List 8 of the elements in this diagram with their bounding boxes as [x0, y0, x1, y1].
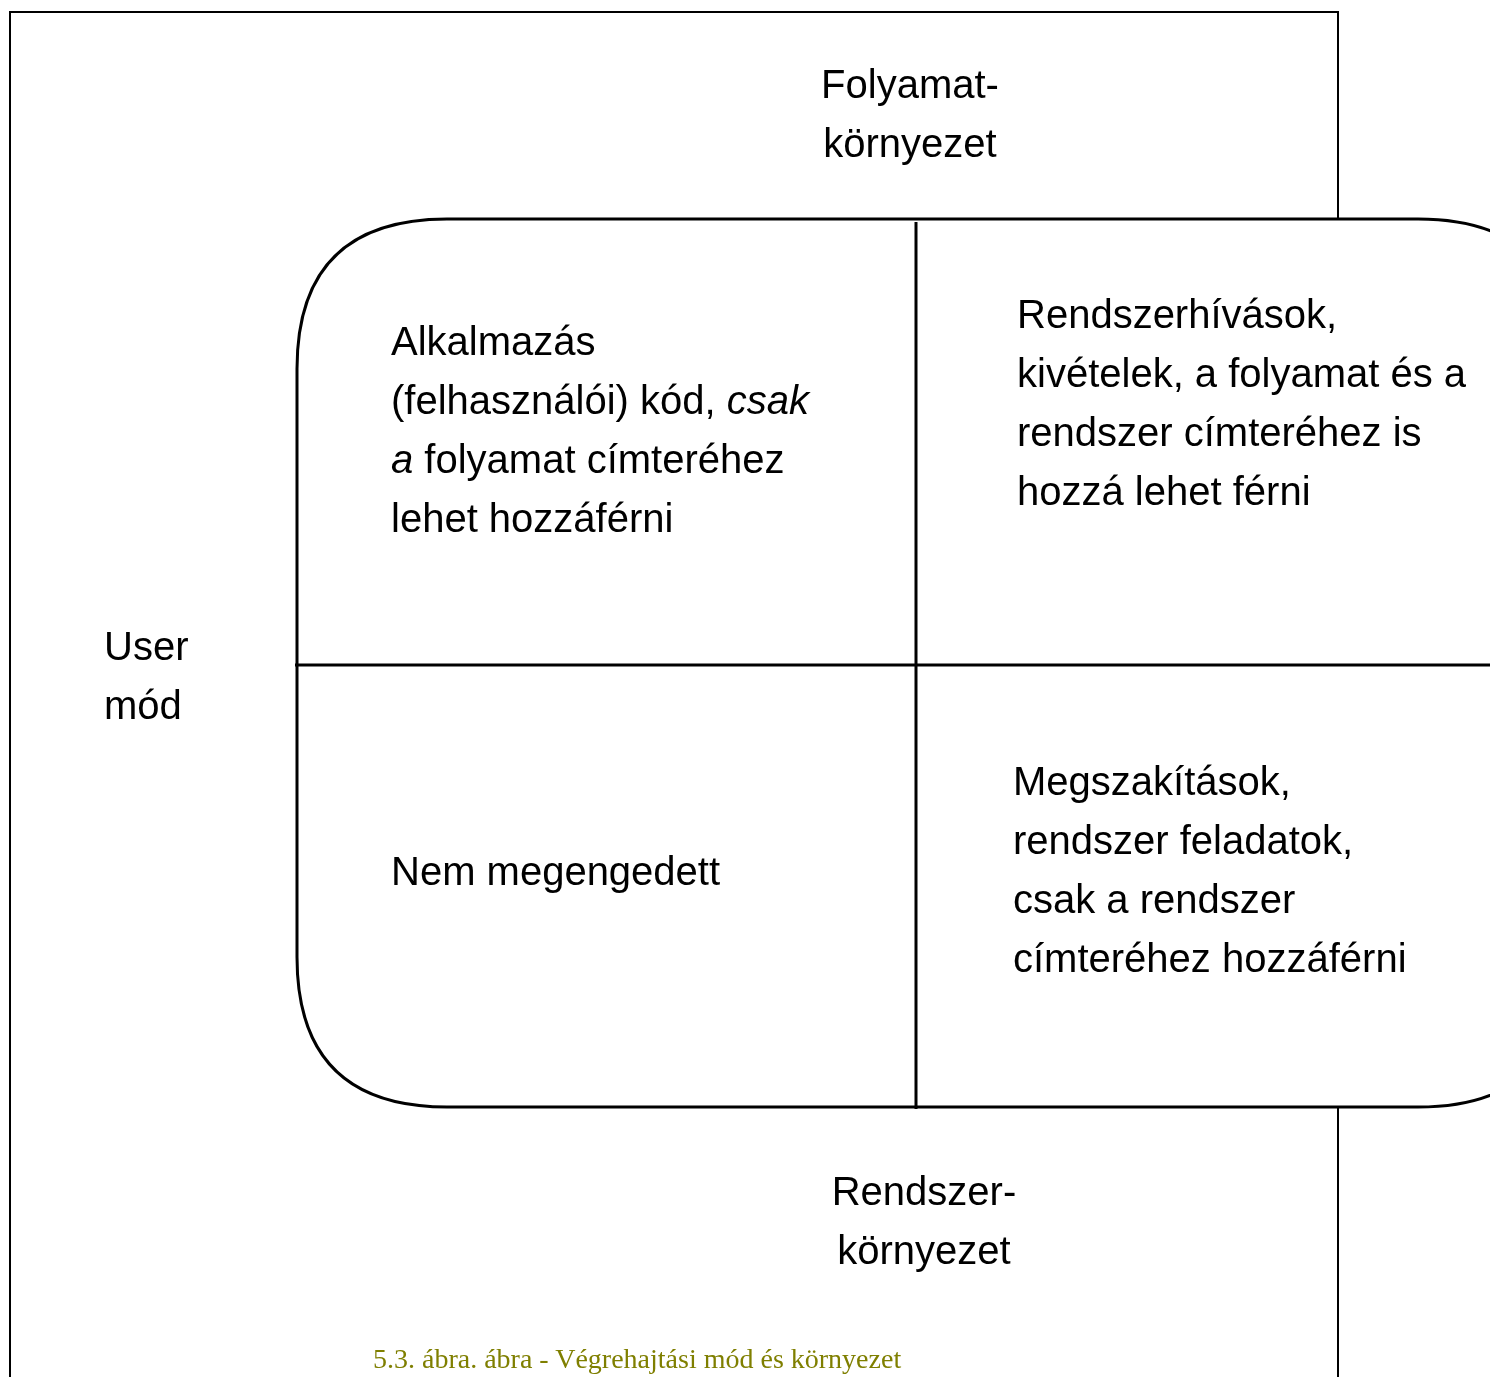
cell-text: Alkalmazás (felhasználói) kód, csak a folyamat címteréhez lehet hozzáférni	[391, 318, 811, 542]
axis-label: Folyamat- környezet	[820, 61, 1000, 167]
figure-caption: 5.3. ábra. ábra - Végrehajtási mód és környezet	[373, 1343, 902, 1375]
axis-label: User mód	[104, 623, 190, 729]
cell-text: Rendszerhívások, kivételek, a folyamat és a rendszer címteréhez is hozzá lehet férni	[1017, 291, 1467, 515]
cell-text: Megszakítások, rendszer feladatok, csak a rendszer címteréhez hozzáférni	[1013, 758, 1408, 982]
cell-text: Nem megengedett	[391, 848, 722, 895]
axis-label: Rendszer- környezet	[830, 1168, 1018, 1274]
